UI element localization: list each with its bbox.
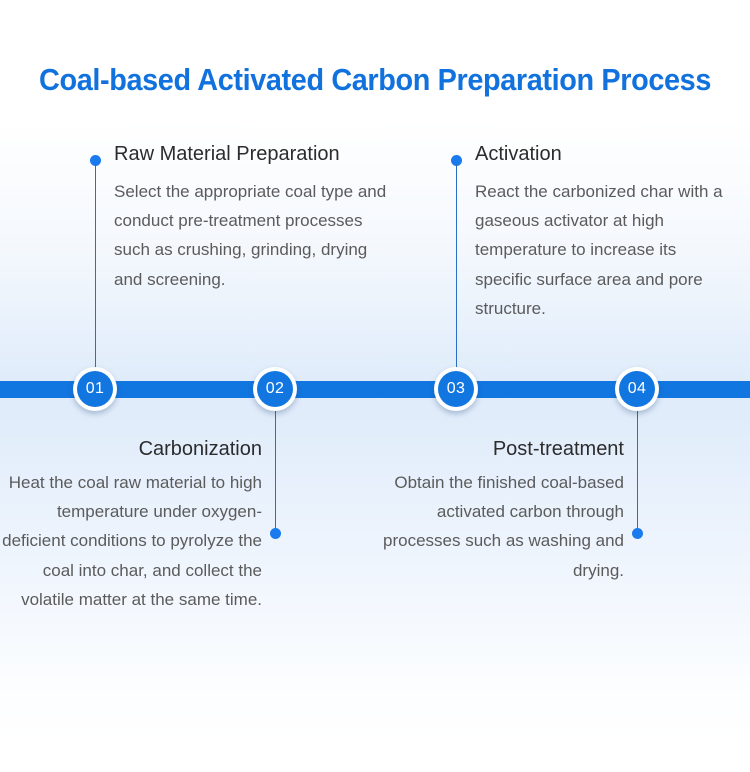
step-heading-01: Raw Material Preparation: [114, 143, 340, 165]
page-title: Coal-based Activated Carbon Preparation …: [39, 62, 711, 97]
step-heading-03: Activation: [475, 143, 562, 165]
step-block-01: Raw Material Preparation Select the appr…: [114, 143, 394, 294]
timeline-node-label-02: 02: [257, 371, 293, 407]
connector-line-step-04: [636, 410, 638, 532]
timeline-node-label-03: 03: [438, 371, 474, 407]
step-heading-04: Post-treatment: [492, 438, 624, 460]
timeline-node-03[interactable]: 03: [434, 367, 478, 411]
step-body-04: Obtain the finished coal-based activated…: [383, 473, 624, 580]
step-block-04: Post-treatment Obtain the finished coal-…: [362, 438, 624, 585]
connector-line-step-01: [94, 163, 96, 369]
timeline-node-label-04: 04: [619, 371, 655, 407]
step-block-03: Activation React the carbonized char wit…: [475, 143, 735, 323]
timeline-node-04[interactable]: 04: [615, 367, 659, 411]
timeline-node-01[interactable]: 01: [73, 367, 117, 411]
connector-dot-step-02: [269, 528, 281, 539]
step-body-03: React the carbonized char with a gaseous…: [475, 182, 723, 318]
step-body-01: Select the appropriate coal type and con…: [114, 182, 387, 289]
timeline-bar: [0, 381, 750, 398]
step-heading-02: Carbonization: [138, 438, 262, 460]
step-body-02: Heat the coal raw material to high tempe…: [2, 473, 262, 609]
connector-line-step-03: [455, 163, 457, 369]
timeline-node-label-01: 01: [77, 371, 113, 407]
connector-line-step-02: [274, 410, 276, 532]
timeline-node-02[interactable]: 02: [253, 367, 297, 411]
connector-dot-step-03: [450, 155, 462, 166]
step-block-02: Carbonization Heat the coal raw material…: [0, 438, 262, 614]
connector-dot-step-01: [89, 155, 101, 166]
connector-dot-step-04: [631, 528, 643, 539]
